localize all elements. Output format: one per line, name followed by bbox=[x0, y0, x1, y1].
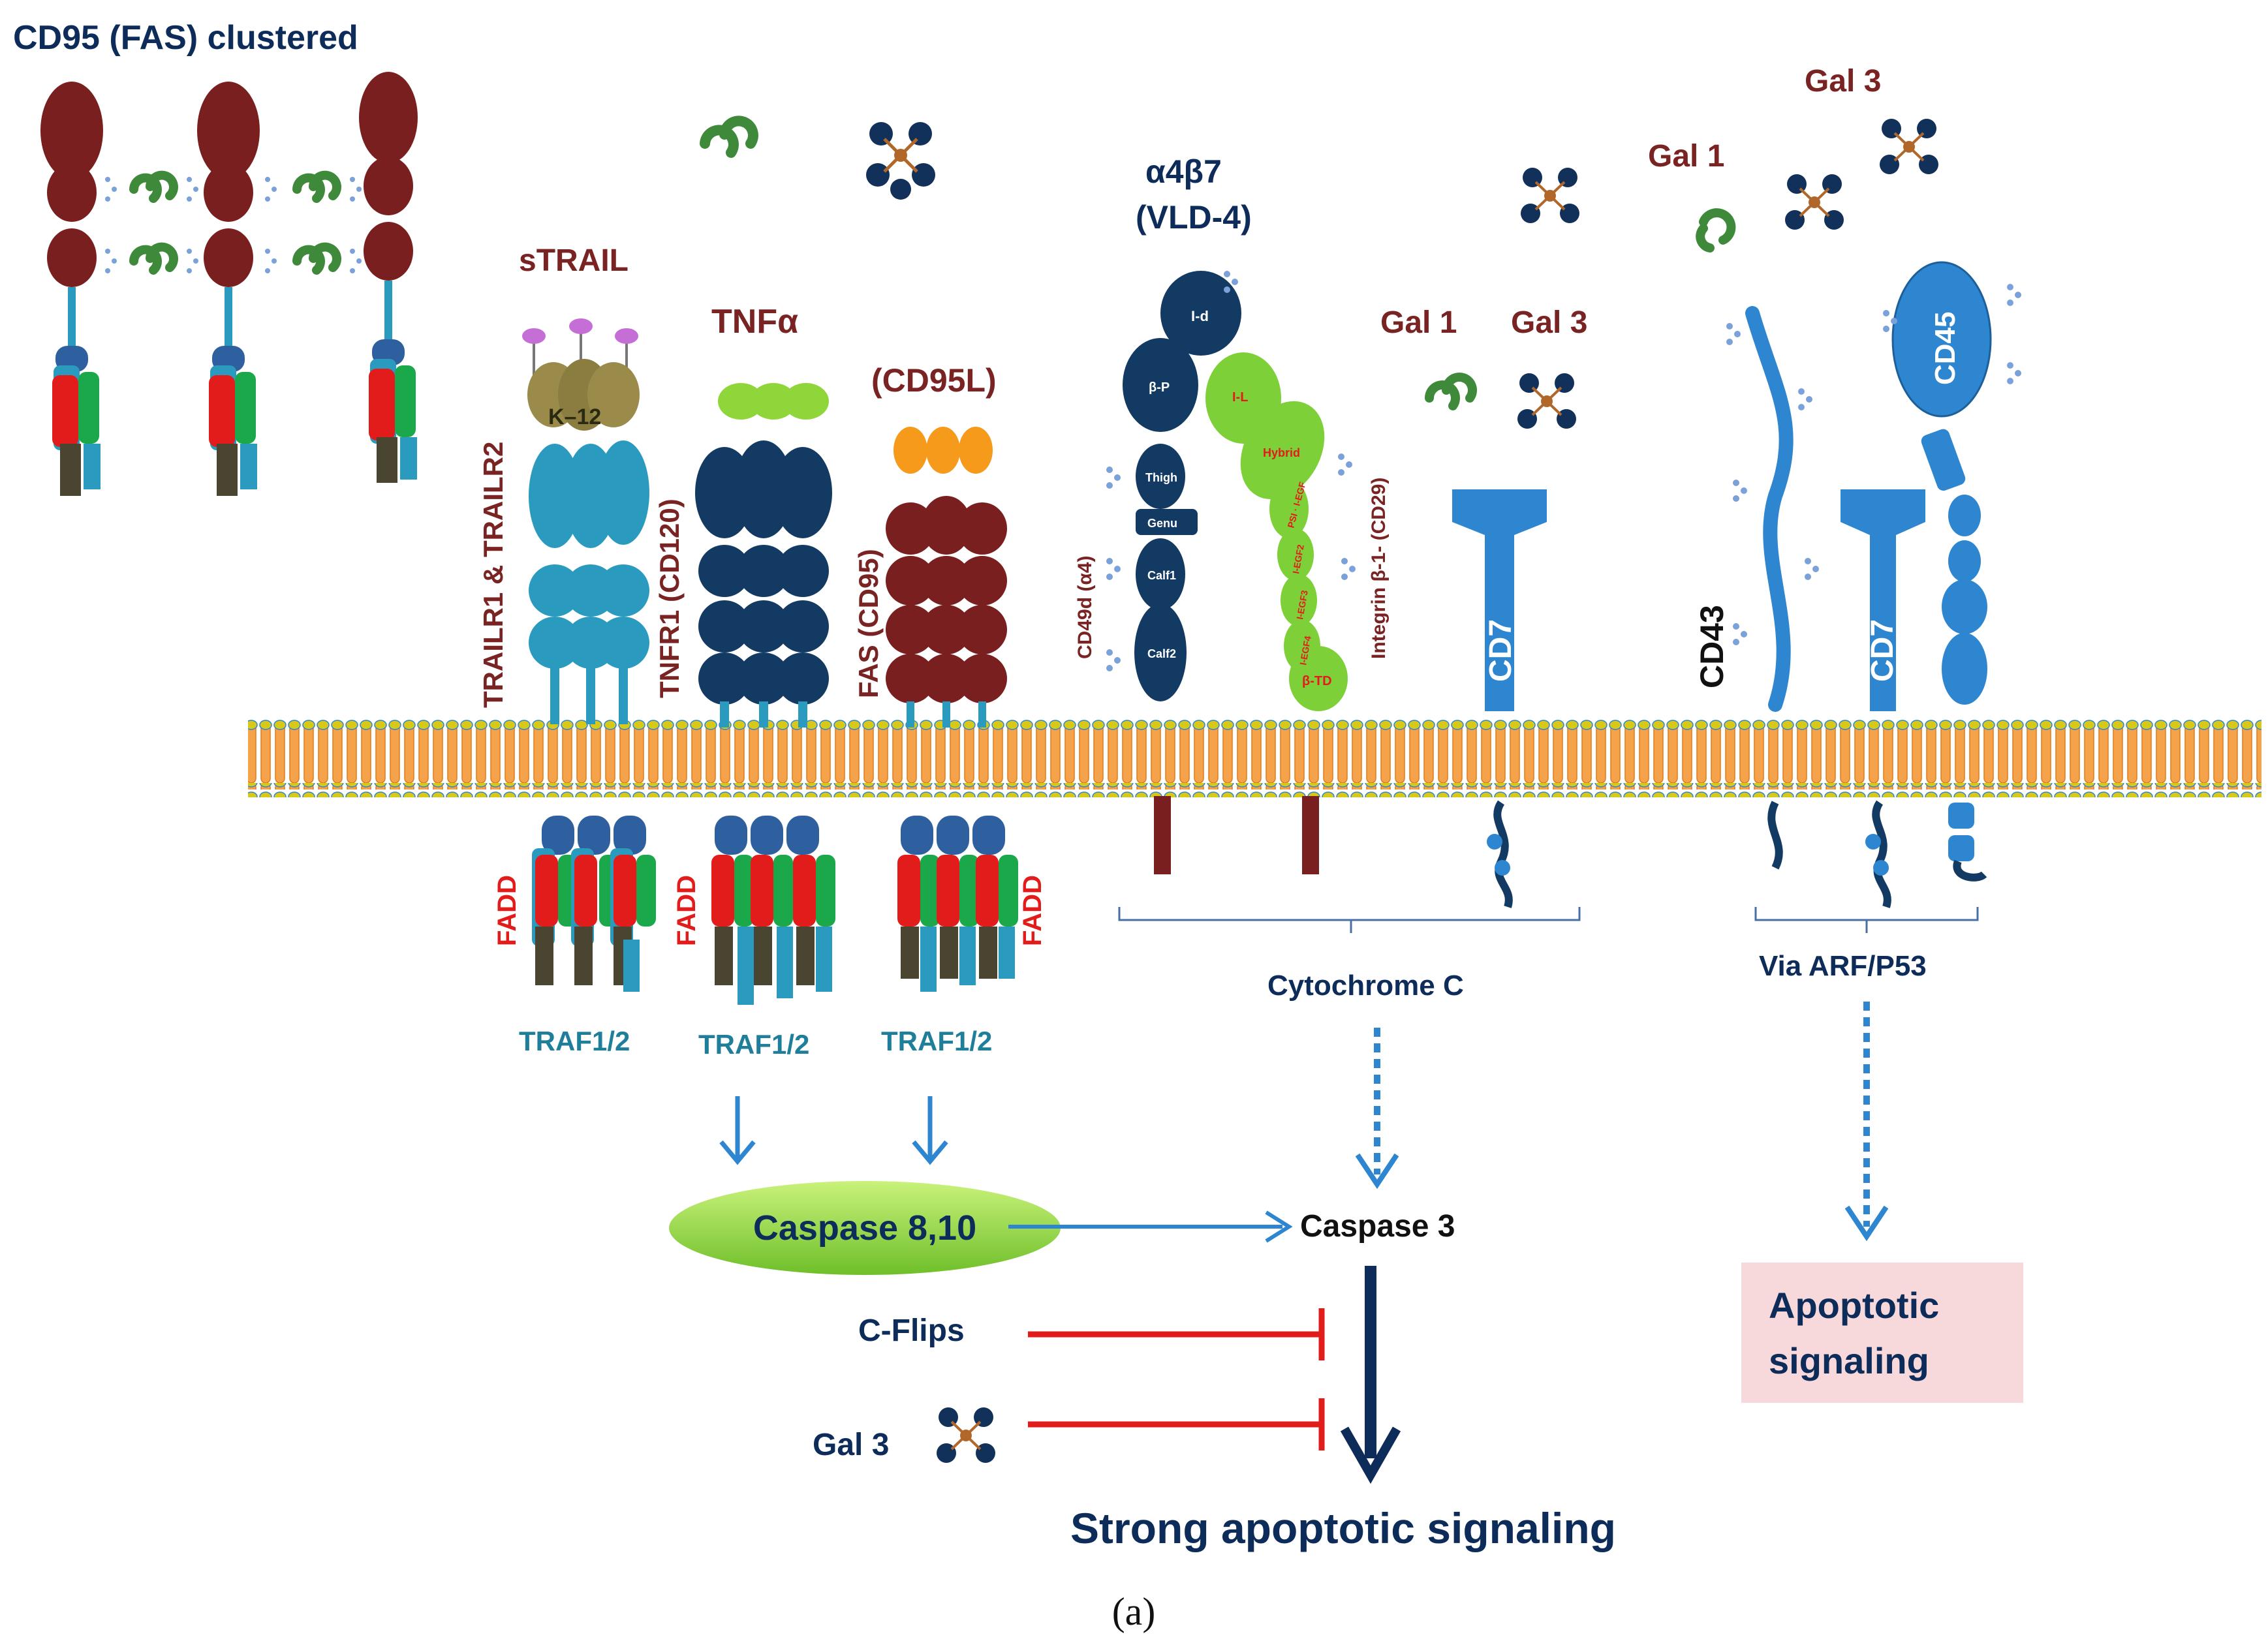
fadd-mid-label: FADD bbox=[672, 875, 701, 946]
integrin-intracellular-tails bbox=[1154, 796, 1319, 874]
integrin-beta-chain: I-L Hybrid PSI · I-EGF I-EGF2 I-EGF3 I-E… bbox=[1205, 352, 1348, 711]
arf-label: Via ARF/P53 bbox=[1759, 950, 1927, 982]
beta-domain-iegf4: I-EGF4 bbox=[1297, 635, 1313, 666]
gal3-right-icon-3 bbox=[1880, 119, 1938, 174]
caspase3-label: Caspase 3 bbox=[1300, 1209, 1455, 1244]
traf-1-label: TRAF1/2 bbox=[519, 1026, 630, 1056]
glycan-dots bbox=[105, 177, 362, 273]
cd95l-label: (CD95L) bbox=[871, 362, 997, 399]
gal1-bridge-icons bbox=[129, 170, 341, 275]
gal1-right-icon bbox=[1696, 208, 1736, 253]
cd45-receptor bbox=[1891, 261, 1992, 882]
beta-domain-hybrid: Hybrid bbox=[1263, 446, 1300, 459]
tnfr1-label: TNFR1 (CD120) bbox=[654, 498, 685, 698]
cd7-a-label: CD7 bbox=[1484, 619, 1518, 682]
integrin-title-line2: (VLD-4) bbox=[1136, 199, 1252, 236]
gal1-top-label: Gal 1 bbox=[1648, 139, 1724, 174]
beta-domain-iegf2: I-EGF2 bbox=[1290, 544, 1306, 574]
gal3-top-label: Gal 3 bbox=[1805, 64, 1881, 99]
strail-ligand bbox=[522, 318, 640, 431]
fadd-right-label: FADD bbox=[1018, 875, 1047, 946]
cd95-receptor-2 bbox=[197, 82, 260, 496]
cd95-receptor-1 bbox=[40, 82, 103, 496]
cytochrome-dashed-arrowhead bbox=[1355, 1153, 1399, 1189]
gal1-mid-icon bbox=[1425, 373, 1477, 410]
gal3-right-icon-2 bbox=[1785, 174, 1844, 230]
gal3-inhibit-icon bbox=[937, 1407, 995, 1463]
strong-apoptotic-label: Strong apoptotic signaling bbox=[1070, 1504, 1616, 1552]
caspase-arrowhead bbox=[1265, 1210, 1293, 1243]
cd43-label: CD43 bbox=[1694, 605, 1730, 688]
gal1-icon bbox=[700, 115, 758, 158]
integrin-title-line1: α4β7 bbox=[1145, 153, 1222, 190]
cd49d-label: CD49d (α4) bbox=[1074, 556, 1096, 659]
cytochrome-label: Cytochrome C bbox=[1267, 970, 1464, 1002]
trail-receptor-label: TRAILR1 & TRAILR2 bbox=[478, 442, 508, 708]
cd95-receptor-3 bbox=[359, 72, 418, 483]
gal3-mid-icon bbox=[1517, 373, 1576, 429]
tnfr1-death-domain bbox=[711, 816, 835, 1005]
trail-death-domain bbox=[532, 816, 656, 992]
cd7-receptor-b bbox=[1841, 489, 1925, 908]
strail-core-label: K–12 bbox=[548, 405, 601, 429]
figure-caption: (a) bbox=[1112, 1590, 1156, 1633]
gal3-inhibit-label: Gal 3 bbox=[813, 1428, 889, 1462]
gal3-mid-label: Gal 3 bbox=[1511, 305, 1587, 340]
cd45-label: CD45 bbox=[1929, 312, 1961, 386]
beta-domain-btd: β-TD bbox=[1302, 674, 1332, 688]
alpha-domain-thigh: Thigh bbox=[1145, 471, 1177, 484]
arf-bracket bbox=[1754, 907, 1979, 933]
strong-signal-arrow bbox=[1340, 1266, 1401, 1484]
caspase810-label: Caspase 8,10 bbox=[753, 1208, 976, 1248]
alpha-domain-genu: Genu bbox=[1147, 517, 1177, 530]
fas-death-domain bbox=[897, 816, 1018, 992]
cd7-receptor-a bbox=[1452, 489, 1547, 908]
cell-membrane bbox=[248, 716, 2261, 797]
apoptotic-box bbox=[1741, 1263, 2023, 1403]
cflips-label: C-Flips bbox=[858, 1313, 965, 1348]
cd95l-ligand bbox=[893, 427, 993, 474]
alpha-domain-calf1: Calf1 bbox=[1147, 569, 1176, 582]
strail-label: sTRAIL bbox=[519, 243, 629, 278]
cflips-inhibition bbox=[1028, 1308, 1325, 1360]
fas-label: FAS (CD95) bbox=[853, 549, 884, 698]
traf-2-label: TRAF1/2 bbox=[698, 1029, 809, 1060]
caspase810-node bbox=[669, 1181, 1061, 1275]
traf-3-label: TRAF1/2 bbox=[881, 1026, 992, 1056]
right-glycans bbox=[1726, 284, 2021, 645]
cd43-receptor bbox=[1745, 306, 1794, 870]
integrin-alpha-chain: I-d β-P Thigh Genu Calf1 Calf2 bbox=[1123, 271, 1241, 701]
alpha-domain-calf2: Calf2 bbox=[1147, 647, 1176, 660]
integrin-glycans bbox=[1106, 271, 1356, 671]
beta-domain-il: I-L bbox=[1232, 390, 1248, 405]
cd95-cluster bbox=[40, 72, 418, 496]
fadd-left-label: FADD bbox=[493, 875, 521, 946]
integrin-bracket bbox=[1118, 907, 1581, 933]
apoptotic-box-line2: signaling bbox=[1769, 1340, 1929, 1381]
gal3-right-icon-1 bbox=[1521, 168, 1579, 223]
cd7-b-label: CD7 bbox=[1865, 619, 1900, 682]
alpha-domain-id: I-d bbox=[1191, 308, 1209, 324]
apoptotic-box-line1: Apoptotic bbox=[1769, 1285, 1939, 1326]
trail-receptor bbox=[529, 440, 649, 724]
cd95-clustered-label: CD95 (FAS) clustered bbox=[13, 19, 358, 57]
gal3-inhibition bbox=[1028, 1398, 1325, 1450]
tnfr1-receptor bbox=[695, 440, 832, 728]
gal3-icon bbox=[866, 122, 935, 200]
traf-down-arrows bbox=[719, 1096, 948, 1165]
tnf-ligand bbox=[718, 383, 829, 420]
alpha-domain-bp: β-P bbox=[1149, 380, 1170, 395]
integrin-b1-label: Integrin β-1- (CD29) bbox=[1368, 478, 1390, 659]
arf-dashed-arrowhead bbox=[1844, 1205, 1889, 1242]
beta-domain-iegf3: I-EGF3 bbox=[1294, 589, 1310, 620]
gal1-mid-label: Gal 1 bbox=[1380, 305, 1457, 340]
tnf-label: TNFα bbox=[711, 303, 798, 341]
fas-receptor bbox=[886, 496, 1007, 728]
